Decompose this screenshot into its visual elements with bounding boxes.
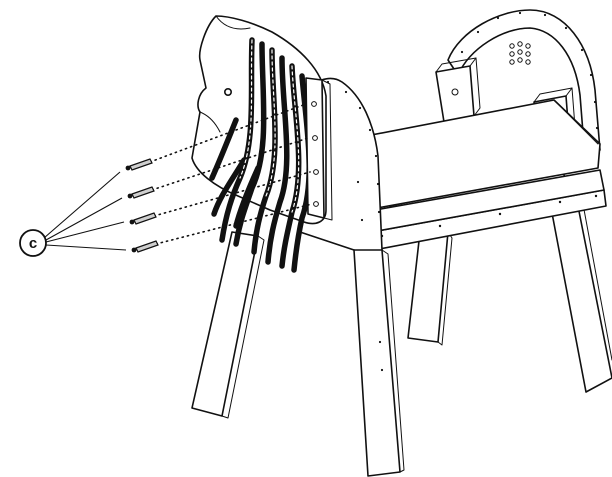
horse-mane bbox=[209, 37, 312, 273]
screw-4 bbox=[131, 240, 159, 253]
horse-eye bbox=[224, 88, 233, 97]
rear-panel-rim-screws bbox=[460, 11, 599, 130]
callout-c-circle bbox=[19, 229, 47, 257]
screw-2 bbox=[127, 186, 155, 199]
screws-c bbox=[125, 103, 313, 253]
screw-1 bbox=[125, 158, 153, 171]
head-mounting-block bbox=[305, 77, 333, 221]
front-panel-rim-screws bbox=[326, 80, 381, 222]
back-right-leg bbox=[547, 185, 612, 393]
front-right-leg bbox=[353, 249, 405, 477]
callout-c: c bbox=[19, 171, 127, 257]
back-left-leg bbox=[407, 231, 453, 346]
callout-c-label: c bbox=[29, 235, 37, 252]
rear-panel-hole-grid bbox=[509, 41, 531, 65]
front-left-leg bbox=[191, 231, 265, 419]
screw-3 bbox=[129, 212, 157, 225]
